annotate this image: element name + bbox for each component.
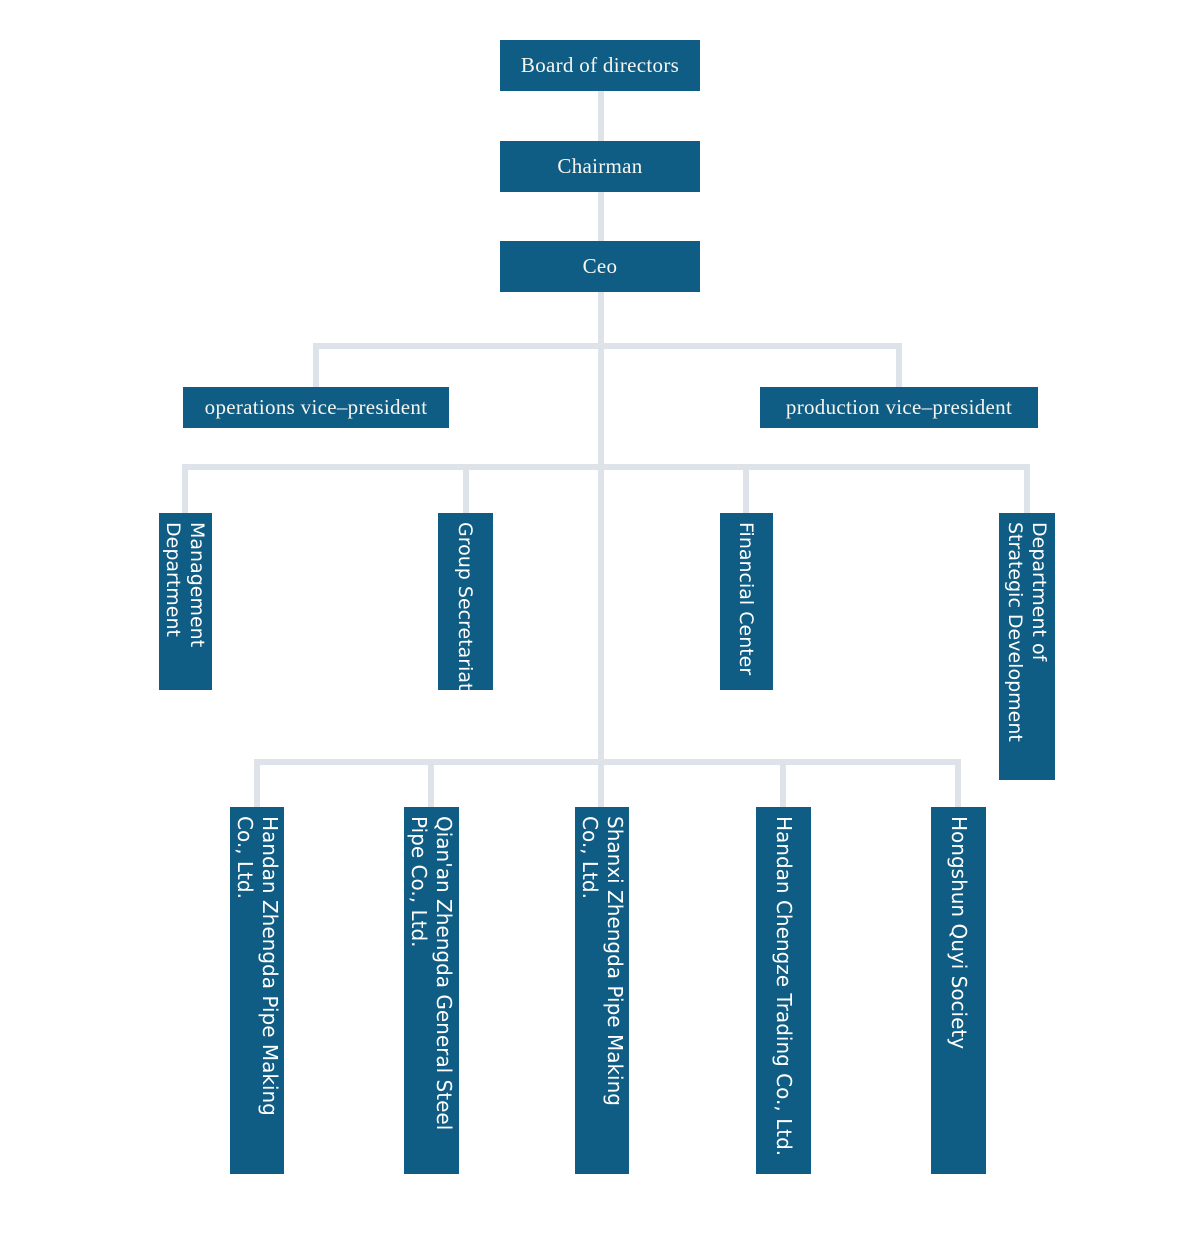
node-label-line1: Handan Zhengda Pipe Making xyxy=(258,816,282,1116)
node-label-line2: Strategic Development xyxy=(1004,522,1026,742)
connector-drop-financial xyxy=(743,470,749,513)
node-label: production vice–president xyxy=(785,395,1013,419)
node-handan-zhengda-pipe-making: Handan Zhengda Pipe Making Co., Ltd. xyxy=(230,807,284,1174)
node-label: Chairman xyxy=(557,154,643,178)
connector-drop-ops-vp xyxy=(313,349,319,387)
node-label-line1: Group Secretariat xyxy=(454,522,477,691)
node-label-line1: Management xyxy=(186,522,209,648)
connector-drop-management xyxy=(182,470,188,513)
connector-dept-horizontal xyxy=(182,464,1030,470)
connector-drop-sub1 xyxy=(254,765,260,807)
node-label-line2: Co., Ltd. xyxy=(578,816,602,899)
node-label-line1: Financial Center xyxy=(735,522,758,676)
node-label-line1: Shanxi Zhengda Pipe Making xyxy=(603,816,627,1106)
connector-drop-secretariat xyxy=(463,470,469,513)
node-group-secretariat: Group Secretariat xyxy=(438,513,493,690)
node-financial-center: Financial Center xyxy=(720,513,773,690)
node-shanxi-zhengda-pipe-making: Shanxi Zhengda Pipe Making Co., Ltd. xyxy=(575,807,629,1174)
node-board-of-directors: Board of directors xyxy=(500,40,700,91)
node-label: Ceo xyxy=(582,254,618,278)
node-label-line1: Handan Chengze Trading Co., Ltd. xyxy=(772,816,796,1157)
connector-drop-sub2 xyxy=(428,765,434,807)
node-management-department: Management Department xyxy=(159,513,212,690)
connector-vp-horizontal xyxy=(313,343,902,349)
connector-drop-sub5 xyxy=(955,765,961,807)
connector-sub-horizontal xyxy=(254,759,961,765)
node-label: Board of directors xyxy=(520,53,680,77)
node-ceo: Ceo xyxy=(500,241,700,292)
node-label-line2: Co., Ltd. xyxy=(233,816,257,899)
node-hongshun-quyi-society: Hongshun Quyi Society xyxy=(931,807,986,1174)
node-qianan-zhengda-general-steel-pipe: Qian'an Zhengda General Steel Pipe Co., … xyxy=(404,807,459,1174)
node-label-line2: Pipe Co., Ltd. xyxy=(407,816,432,948)
connector-ceo-trunk xyxy=(598,292,604,807)
node-label-line1: Qian'an Zhengda General Steel xyxy=(432,816,457,1131)
node-label-line1: Department of xyxy=(1028,522,1050,662)
connector-drop-sub4 xyxy=(780,765,786,807)
node-department-of-strategic-development: Department of Strategic Development xyxy=(999,513,1055,780)
node-handan-chengze-trading: Handan Chengze Trading Co., Ltd. xyxy=(756,807,811,1174)
node-operations-vice-president: operations vice–president xyxy=(183,387,449,428)
node-label-line2: Department xyxy=(162,522,185,637)
node-label: operations vice–president xyxy=(204,395,428,419)
node-label-line1: Hongshun Quyi Society xyxy=(947,816,971,1050)
connector-board-chairman xyxy=(598,91,604,141)
connector-drop-prod-vp xyxy=(896,349,902,387)
connector-drop-strategic xyxy=(1024,470,1030,513)
node-chairman: Chairman xyxy=(500,141,700,192)
node-production-vice-president: production vice–president xyxy=(760,387,1038,428)
connector-chairman-ceo xyxy=(598,192,604,241)
